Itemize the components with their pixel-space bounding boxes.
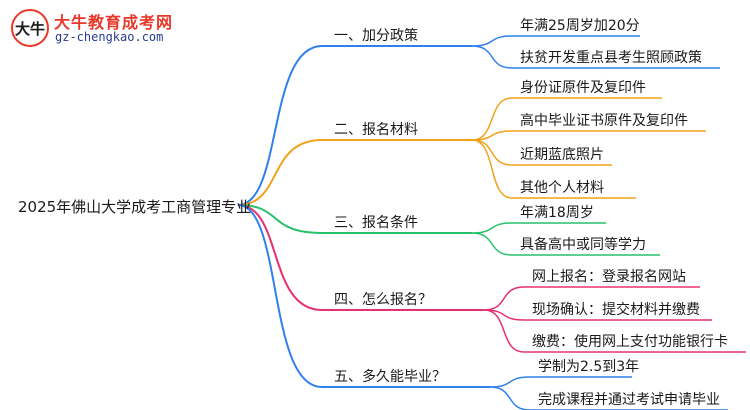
leaf-2-1-label[interactable]: 身份证原件及复印件 (520, 79, 646, 96)
branch-2-label[interactable]: 二、报名材料 (334, 122, 418, 138)
mind-map-edges (237, 35, 746, 410)
edge-branch-5-leaf-1 (489, 376, 531, 388)
edge-root-branch-4 (237, 204, 323, 311)
edge-branch-1-leaf-2 (471, 45, 513, 69)
root-topic: 2025年佛山大学成考工商管理专业 (18, 198, 251, 216)
edge-branch-4-leaf-3 (483, 309, 525, 353)
edge-branch-5-leaf-2 (489, 386, 531, 410)
edge-branch-4-leaf-1 (483, 286, 525, 311)
branch-3-label[interactable]: 三、报名条件 (334, 214, 418, 231)
logo-url: gz-chengkao.com (55, 30, 164, 44)
leaf-2-3-label[interactable]: 近期蓝底照片 (520, 147, 604, 163)
logo-title: 大牛教育成考网 (54, 13, 174, 32)
leaf-3-2-label[interactable]: 具备高中或同等学力 (520, 236, 646, 253)
leaf-1-1-label[interactable]: 年满25周岁加20分 (520, 18, 640, 34)
branch-4-label[interactable]: 四、怎么报名？ (334, 292, 432, 308)
leaf-2-4-label[interactable]: 其他个人材料 (520, 180, 604, 196)
branch-5-label[interactable]: 五、多久能毕业？ (334, 368, 446, 385)
edge-branch-3-leaf-1 (471, 222, 513, 234)
leaf-4-3-label[interactable]: 缴费：使用网上支付功能银行卡 (532, 333, 728, 350)
leaf-4-2-label[interactable]: 现场确认：提交材料并缴费 (532, 301, 700, 318)
leaf-5-2-label[interactable]: 完成课程并通过考试申请毕业 (538, 392, 720, 408)
leaf-2-2-label[interactable]: 高中毕业证书原件及复印件 (520, 112, 688, 129)
branch-1-label[interactable]: 一、加分政策 (334, 27, 418, 44)
leaf-5-1-label[interactable]: 学制为2.5到3年 (538, 359, 639, 375)
edge-root-branch-1 (237, 45, 323, 206)
logo-mark-text: 大牛 (15, 20, 45, 38)
edge-branch-3-leaf-2 (471, 232, 513, 256)
leaf-3-1-label[interactable]: 年满18周岁 (520, 205, 594, 221)
edge-branch-2-leaf-1 (471, 97, 513, 141)
logo-mark-icon: 大牛 (11, 9, 49, 47)
edge-root-branch-3 (237, 204, 323, 234)
edge-branch-2-leaf-4 (471, 139, 513, 199)
leaf-1-2-label[interactable]: 扶贫开发重点县考生照顾政策 (520, 49, 702, 66)
leaf-4-1-label[interactable]: 网上报名：登录报名网站 (532, 269, 686, 285)
edge-root-branch-2 (237, 139, 323, 206)
edge-branch-1-leaf-1 (471, 35, 513, 47)
edge-root-branch-5 (237, 204, 323, 388)
site-logo[interactable]: 大牛 大牛教育成考网 gz-chengkao.com (10, 6, 180, 50)
edge-branch-2-leaf-3 (471, 139, 513, 166)
